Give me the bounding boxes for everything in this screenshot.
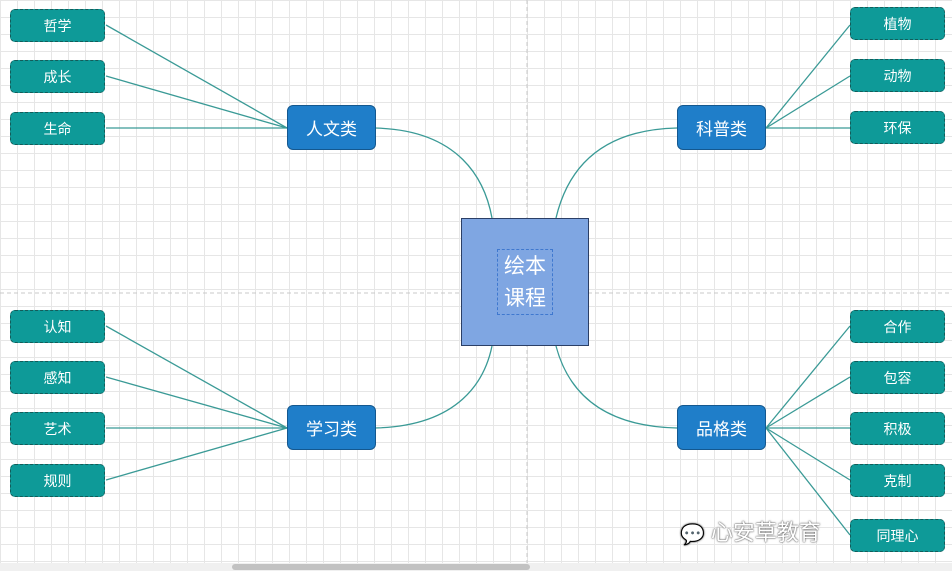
connector: [765, 24, 851, 129]
center-node[interactable]: 绘本课程: [461, 218, 589, 346]
wechat-icon: 💬: [680, 522, 705, 546]
center-label: 绘本课程: [497, 249, 553, 315]
connector: [105, 376, 288, 429]
connector: [555, 127, 678, 219]
center-line1: 绘本: [504, 254, 546, 278]
connector: [374, 345, 493, 429]
connector: [765, 376, 851, 429]
category-humanities[interactable]: 人文类: [287, 105, 376, 150]
connector: [765, 427, 851, 481]
scrollbar-thumb[interactable]: [232, 564, 530, 570]
leaf-node[interactable]: 同理心: [850, 519, 945, 552]
watermark-text: 心安草教育: [710, 521, 821, 546]
connector: [105, 325, 288, 429]
connector: [374, 127, 493, 219]
connector: [765, 75, 851, 129]
leaf-node[interactable]: 克制: [850, 464, 945, 497]
connector: [765, 427, 851, 536]
leaf-node[interactable]: 成长: [10, 60, 105, 93]
leaf-node[interactable]: 艺术: [10, 412, 105, 445]
connector: [105, 75, 288, 129]
leaf-node[interactable]: 植物: [850, 7, 945, 40]
watermark: 💬 心安草教育: [680, 520, 821, 548]
leaf-node[interactable]: 积极: [850, 412, 945, 445]
connector: [105, 24, 288, 129]
center-line2: 课程: [504, 286, 546, 310]
category-character[interactable]: 品格类: [677, 405, 766, 450]
connector: [555, 345, 678, 429]
leaf-node[interactable]: 环保: [850, 111, 945, 144]
horizontal-scrollbar[interactable]: [0, 563, 952, 571]
leaf-node[interactable]: 生命: [10, 112, 105, 145]
leaf-node[interactable]: 动物: [850, 59, 945, 92]
category-science[interactable]: 科普类: [677, 105, 766, 150]
leaf-node[interactable]: 包容: [850, 361, 945, 394]
leaf-node[interactable]: 认知: [10, 310, 105, 343]
leaf-node[interactable]: 哲学: [10, 9, 105, 42]
leaf-node[interactable]: 合作: [850, 310, 945, 343]
connector: [765, 325, 851, 429]
category-learning[interactable]: 学习类: [287, 405, 376, 450]
leaf-node[interactable]: 感知: [10, 361, 105, 394]
connector: [105, 427, 288, 481]
leaf-node[interactable]: 规则: [10, 464, 105, 497]
